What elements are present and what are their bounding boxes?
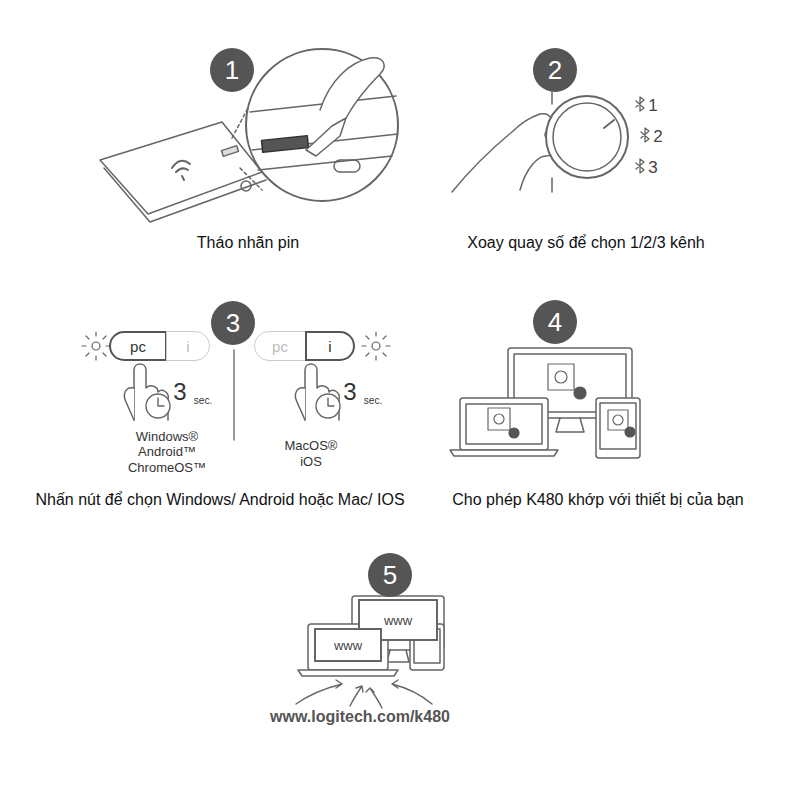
logo — [172, 161, 190, 180]
os-button: pc — [109, 331, 167, 361]
step-number: 5 — [368, 553, 412, 597]
laptop-base — [450, 450, 558, 456]
channel-number: 2 — [653, 127, 662, 147]
node-text: 1 — [225, 55, 239, 86]
channel-number: 1 — [648, 96, 657, 116]
step-caption: Cho phép K480 khớp với thiết bị của bạn — [452, 490, 743, 509]
node-text: i — [186, 338, 189, 355]
monitor-stand — [387, 650, 409, 662]
finger — [320, 58, 384, 118]
step-number: 1 — [210, 48, 254, 92]
step-caption: Tháo nhãn pin — [197, 233, 299, 252]
magnifier — [246, 49, 398, 201]
switch-zoom — [334, 160, 360, 172]
hand-right — [305, 364, 339, 420]
os-button: pc — [254, 331, 306, 361]
dial-indicator — [604, 120, 614, 128]
dial-inner — [553, 103, 621, 171]
hand — [452, 114, 556, 192]
node-text: 4 — [548, 307, 562, 338]
node-text: www — [334, 638, 362, 653]
battery-label — [261, 136, 308, 153]
node-text: i — [328, 338, 331, 355]
laptop-screen — [466, 404, 542, 444]
step-number: 2 — [533, 48, 577, 92]
os-names: MacOS® iOS — [282, 438, 340, 469]
switch — [241, 181, 251, 191]
step-caption: Xoay quay số để chọn 1/2/3 kênh — [467, 233, 705, 252]
bluetooth-icons — [636, 97, 649, 173]
battery-tab — [221, 146, 238, 157]
os-button: i — [305, 331, 355, 361]
duration-number: 3 — [173, 378, 186, 407]
node-text: pc — [130, 338, 146, 355]
device-screen: www — [314, 628, 382, 662]
keyboard-edge — [104, 168, 266, 222]
duration-unit: sec. — [364, 395, 382, 407]
thumb-right — [295, 388, 305, 420]
node-text: pc — [272, 338, 288, 355]
node-text: 2 — [548, 55, 562, 86]
os-button: i — [166, 331, 210, 361]
dial-ring — [546, 96, 628, 178]
node-text: 5 — [383, 560, 397, 591]
step-number: 4 — [533, 300, 577, 344]
node-text: 3 — [226, 308, 240, 339]
duration-number: 3 — [343, 378, 356, 407]
laptop — [460, 398, 548, 450]
duration-unit: sec. — [194, 395, 212, 407]
laptop — [308, 624, 388, 670]
step-number: 3 — [211, 301, 255, 345]
tablet-screen — [600, 403, 636, 449]
divider — [233, 350, 235, 440]
node-text: www — [384, 613, 412, 628]
thumb-left — [124, 388, 134, 420]
settings-icons — [488, 364, 635, 438]
arrows — [296, 680, 432, 708]
pulled-tab — [306, 118, 346, 156]
channel-number: 3 — [648, 158, 657, 178]
step-caption: Nhấn nút để chọn Windows/ Android hoặc M… — [35, 490, 404, 509]
os-names: Windows® Android™ ChromeOS™ — [125, 429, 209, 476]
web-address: www.logitech.com/k480 — [270, 707, 450, 726]
tablet — [596, 398, 640, 458]
laptop-base — [298, 670, 398, 676]
monitor-stand — [556, 418, 584, 432]
keyboard-outline — [100, 122, 262, 214]
